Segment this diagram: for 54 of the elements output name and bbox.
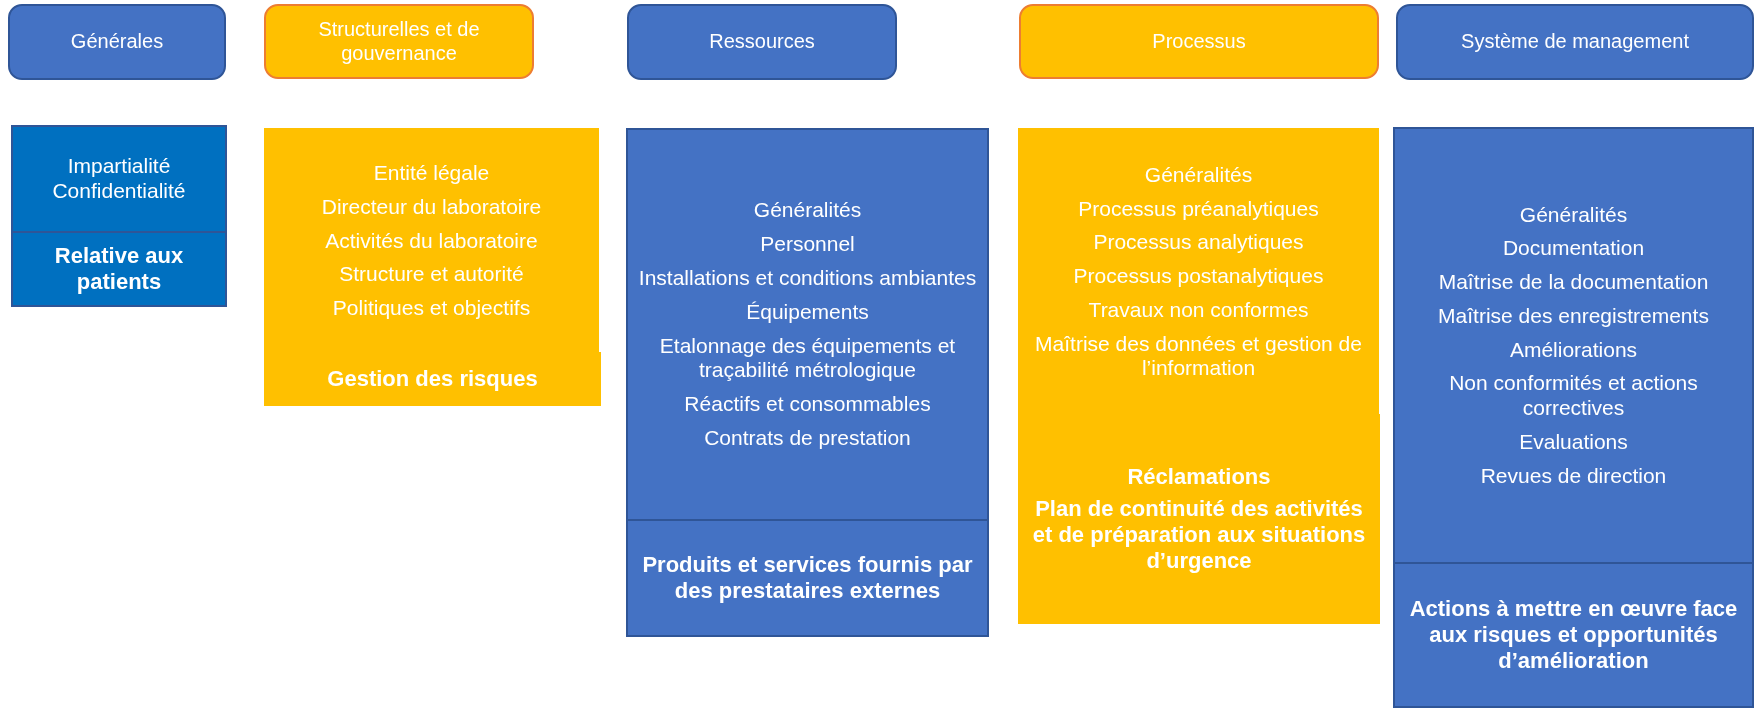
topic-label: Documentation [1502, 236, 1645, 262]
header-label: Système de management [1461, 30, 1689, 54]
topic-label: Directeur du laboratoire [321, 194, 542, 220]
topic-box [264, 128, 599, 354]
topic-label: Personnel [760, 232, 855, 257]
topic-box [1018, 128, 1379, 416]
topic-label: Installations et conditions ambiantes [638, 265, 977, 291]
topic-label: Actions à mettre en œuvre face aux risques et opportunités d’amélioration [1408, 596, 1739, 674]
topic-label: Impartialité [67, 154, 171, 179]
topic-label: Maîtrise des données et gestion de l’information [1034, 331, 1363, 382]
topic-label: Contrats de prestation [704, 425, 911, 451]
topic-box [1018, 414, 1380, 624]
topic-label: Équipements [746, 299, 869, 325]
header-label: Processus [1152, 29, 1246, 54]
topic-label: Revues de direction [1480, 463, 1667, 489]
topic-box [626, 519, 989, 637]
topic-label: Etalonnage des équipements et traçabilité métrologique [658, 333, 957, 384]
topic-label: Non conformités et actions correctives [1448, 371, 1699, 421]
topic-label: Réactifs et consommables [684, 392, 931, 417]
topic-box [1393, 127, 1754, 564]
category-header [264, 4, 534, 79]
topic-label: Maîtrise de la documentation [1438, 270, 1709, 295]
category-header [1019, 4, 1379, 79]
category-header [8, 4, 226, 80]
topic-box [626, 128, 989, 521]
topic-label: Processus préanalytiques [1078, 196, 1319, 222]
topic-label: Activités du laboratoire [325, 228, 538, 254]
topic-label: Politiques et objectifs [332, 296, 531, 321]
topic-label: Réclamations [1127, 464, 1271, 491]
topic-label: Maîtrise des enregistrements [1438, 303, 1709, 329]
topic-label: Plan de continuité des activités et de préparation aux situations d’urgence [1031, 496, 1367, 574]
topic-label: Relative aux patients [53, 243, 185, 295]
topic-box [11, 231, 227, 307]
topic-label: Généralités [1144, 162, 1253, 188]
header-label: Générales [70, 30, 164, 54]
category-header [1396, 4, 1754, 80]
topic-box [1393, 562, 1754, 708]
topic-box [11, 125, 227, 233]
topic-label: Confidentialité [52, 179, 186, 204]
topic-label: Structure et autorité [339, 262, 524, 288]
topic-label: Travaux non conformes [1088, 297, 1309, 323]
topic-label: Généralités [1519, 202, 1628, 228]
topic-box [264, 352, 601, 406]
header-label: Structurelles et de gouvernance [317, 17, 481, 66]
topic-label: Processus postanalytiques [1073, 264, 1324, 289]
category-header [627, 4, 897, 80]
topic-label: Produits et services fournis par des prestataires externes [641, 552, 974, 604]
header-label: Ressources [709, 30, 815, 54]
topic-label: Améliorations [1509, 337, 1638, 363]
topic-label: Evaluations [1519, 429, 1628, 455]
topic-label: Gestion des risques [327, 366, 538, 392]
topic-label: Processus analytiques [1093, 230, 1304, 256]
topic-label: Généralités [753, 198, 862, 224]
topic-label: Entité légale [373, 161, 490, 186]
